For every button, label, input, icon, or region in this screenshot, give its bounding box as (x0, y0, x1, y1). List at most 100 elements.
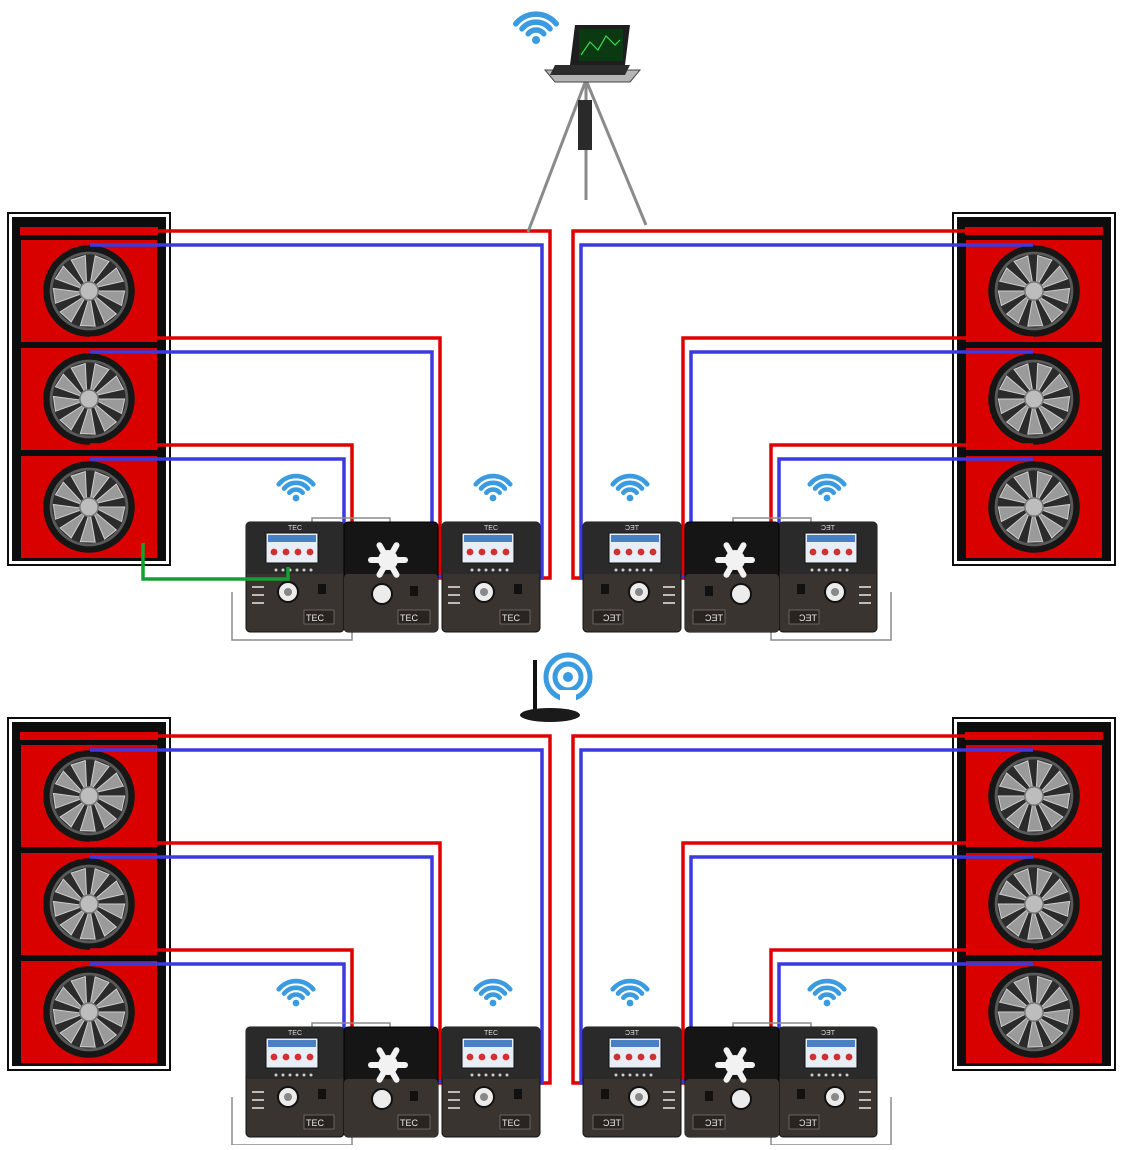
brand-logo: TEC (602, 1118, 621, 1128)
fan-icon (964, 743, 1104, 849)
fan-icon (964, 238, 1104, 344)
gauge-knob (730, 583, 752, 605)
brand-logo: TEC (798, 613, 817, 623)
gauge-knob (730, 1088, 752, 1110)
gauge-icon: TEC TEC (441, 1026, 541, 1138)
power-switch (318, 584, 326, 594)
wifi-icon (610, 473, 650, 502)
brand-logo: TEC (502, 1118, 521, 1128)
fan-hub (79, 786, 99, 806)
wifi-icon (610, 978, 650, 1007)
wifi-icon (807, 978, 847, 1007)
gauge-icon: TEC TEC (582, 1026, 682, 1138)
fan-icon (964, 959, 1104, 1065)
fan-hub (1024, 497, 1044, 517)
fan-stack (7, 717, 171, 1071)
wifi-icon (276, 978, 316, 1007)
brand-logo: TEC (704, 613, 723, 623)
laptop-base (550, 65, 630, 75)
fan-icon (19, 851, 159, 957)
brand-logo: TEC (821, 1030, 835, 1037)
fan-hub (1024, 389, 1044, 409)
manifold-icon: TEC (684, 1026, 780, 1138)
gauge-icon: TEC TEC (245, 521, 345, 633)
ground-cable (141, 543, 290, 581)
power-switch (797, 584, 805, 594)
brand-logo: TEC (288, 1030, 302, 1037)
fan-hub (79, 497, 99, 517)
wifi-icon (276, 473, 316, 502)
fan-hub (1024, 1002, 1044, 1022)
fan-stack (7, 212, 171, 566)
fan-icon (964, 851, 1104, 957)
brand-logo: TEC (502, 613, 521, 623)
fan-hub (79, 281, 99, 301)
wifi-icon (473, 473, 513, 502)
fan-hub (1024, 894, 1044, 914)
quadrant-top-left: TEC TEC TEC TEC TEC (7, 212, 552, 641)
gauge-icon: TEC TEC (582, 521, 682, 633)
router-body (520, 708, 580, 722)
manifold-hub (725, 1055, 745, 1075)
manifold-hub (378, 1055, 398, 1075)
fan-hub (79, 389, 99, 409)
brand-logo: TEC (288, 525, 302, 532)
power-switch (601, 584, 609, 594)
power-switch (514, 584, 522, 594)
power-switch (601, 1089, 609, 1099)
brand-logo: TEC (602, 613, 621, 623)
brand-logo: TEC (306, 1118, 325, 1128)
fan-icon (19, 743, 159, 849)
tripod-leg (584, 79, 648, 226)
laptop-icon (512, 11, 648, 233)
power-switch (318, 1089, 326, 1099)
fan-icon (19, 959, 159, 1065)
fan-icon (19, 346, 159, 452)
tripod-leg (526, 79, 588, 233)
brand-logo: TEC (821, 525, 835, 532)
power-switch (514, 1089, 522, 1099)
brand-logo: TEC (798, 1118, 817, 1128)
wifi-icon (512, 11, 560, 44)
gauge-knob (371, 583, 393, 605)
gauge-icon: TEC TEC (778, 521, 878, 633)
router-icon (520, 652, 593, 722)
manifold-hub (378, 550, 398, 570)
fan-icon (964, 454, 1104, 560)
power-switch (797, 1089, 805, 1099)
manifold-icon: TEC (684, 521, 780, 633)
gauge-icon: TEC TEC (778, 1026, 878, 1138)
brand-logo: TEC (484, 525, 498, 532)
fan-hub (1024, 786, 1044, 806)
broadcast-icon (543, 652, 593, 704)
fan-hub (79, 894, 99, 914)
wifi-icon (807, 473, 847, 502)
gauge-knob (371, 1088, 393, 1110)
fan-icon (19, 238, 159, 344)
quadrant-bottom-left: TEC TEC TEC TEC TEC (7, 717, 552, 1146)
brand-logo: TEC (625, 525, 639, 532)
fan-hub (1024, 281, 1044, 301)
quadrant-bottom-right: TEC TEC TEC TEC TEC (571, 717, 1116, 1146)
gauge-icon: TEC TEC (441, 521, 541, 633)
screen-graph (580, 35, 621, 56)
wifi-icon (473, 978, 513, 1007)
manifold-icon: TEC (343, 1026, 439, 1138)
fan-hub (79, 1002, 99, 1022)
fan-stack (952, 717, 1116, 1071)
manifold-hub (725, 550, 745, 570)
brand-logo: TEC (400, 613, 419, 623)
brand-logo: TEC (625, 1030, 639, 1037)
brand-logo: TEC (484, 1030, 498, 1037)
manifold-icon: TEC (343, 521, 439, 633)
quadrant-top-right: TEC TEC TEC TEC TEC (571, 212, 1116, 641)
fan-icon (964, 346, 1104, 452)
brand-logo: TEC (400, 1118, 419, 1128)
fan-stack (952, 212, 1116, 566)
brand-logo: TEC (306, 613, 325, 623)
fan-icon (19, 454, 159, 560)
gauge-icon: TEC TEC (245, 1026, 345, 1138)
brand-logo: TEC (704, 1118, 723, 1128)
